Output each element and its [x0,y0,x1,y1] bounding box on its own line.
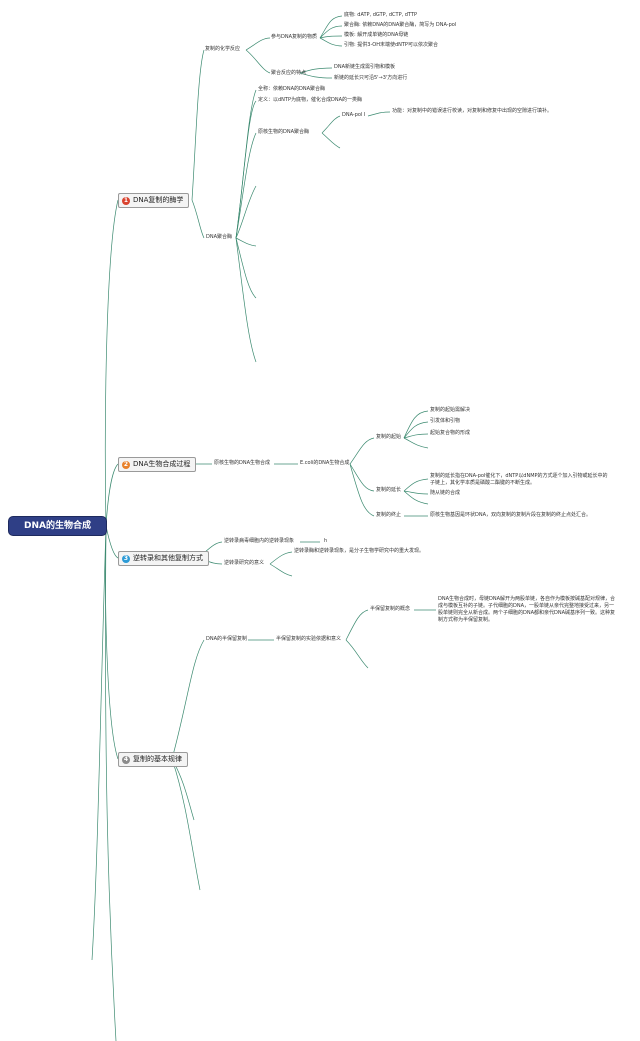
node-initiation-2[interactable]: 引发体和引物 [430,418,461,424]
node-concept[interactable]: 半保留复制的概念 [370,606,411,612]
node-features[interactable]: 聚合反应的特点 [271,70,307,76]
node-elongation-1[interactable]: 复制的延长指在DNA-pol催化下，dNTP以dNMP的方式逐个加入引物或延长中… [430,473,608,486]
node-concept-text[interactable]: DNA生物合成时，母链DNA解开为两股单链，各自作为模板按碱基配对规律，合成与模… [438,596,616,623]
node-retrovirus-child[interactable]: h [324,538,328,544]
node-dna-polymerase[interactable]: DNA聚合酶 [206,234,233,240]
node-prokaryotic-polymerase[interactable]: 原核生物的DNA聚合酶 [258,129,310,135]
node-substrate[interactable]: 底物: dATP, dGTP, dCTP, dTTP [344,12,417,18]
link-root-tail2 [91,525,107,961]
branch-label: 复制的基本规律 [133,755,182,763]
link-b1-chem [191,49,205,201]
root-node[interactable]: DNA的生物合成 [9,517,106,535]
node-initiation-1[interactable]: 复制的起始需解决 [430,407,471,413]
node-fullname[interactable]: 全称：依赖DNA的DNA聚合酶 [258,86,326,92]
node-primer[interactable]: 引物: 提供3-OH末端使dNTP可以依次聚合 [344,42,438,48]
branch-reverse-transcription[interactable]: 3 逆转录和其他复制方式 [118,551,209,566]
link-root-b2 [105,463,119,527]
node-dna-pol-1[interactable]: DNA-pol I [342,112,366,118]
branch-label: 逆转录和其他复制方式 [133,554,203,562]
node-experimental-basis[interactable]: 半保留复制的实验依据和意义 [276,636,342,642]
link-root-b3 [105,525,119,559]
node-initiation-3[interactable]: 起始复合物的形成 [430,430,471,436]
node-termination[interactable]: 复制的终止 [376,512,402,518]
link-chem-part [245,37,271,51]
node-definition[interactable]: 定义：以dNTP为底物，催化合成DNA的一类酶 [258,97,362,103]
branch-dna-replication-enzymology[interactable]: 1 DNA复制的酶学 [118,193,190,208]
node-ecoli-synthesis[interactable]: E.coli的DNA生物合成 [300,460,350,466]
link-chem-feat [245,49,271,74]
node-rt-significance[interactable]: 逆转录研究的意义 [224,560,265,566]
link-root-b4 [105,525,119,760]
branch-label: DNA生物合成过程 [133,460,191,468]
node-feature-1[interactable]: DNA新链生成需引物和模板 [334,64,396,70]
badge-1: 1 [122,196,130,205]
node-participants[interactable]: 参与DNA复制的物质 [271,34,318,40]
badge-3: 3 [122,554,130,563]
badge-4: 4 [122,755,130,764]
node-template[interactable]: 模板: 解开成单链的DNA母链 [344,32,409,38]
node-initiation[interactable]: 复制的起始 [376,434,402,440]
branch-label: DNA复制的酶学 [133,196,184,204]
node-polymerase[interactable]: 聚合酶: 依赖DNA的DNA聚合酶，简写为 DNA-pol [344,22,457,28]
branch-dna-synthesis-process[interactable]: 2 DNA生物合成过程 [118,457,197,472]
badge-2: 2 [122,460,130,469]
node-feature-2[interactable]: 新链的延长只可沿5'→3'方向进行 [334,75,408,81]
node-elongation-2[interactable]: 随从链的合成 [430,490,461,496]
link-root-tail1 [105,525,117,1041]
node-chemical-reaction[interactable]: 复制的化学反应 [205,46,241,52]
node-prokaryotic-synthesis[interactable]: 原核生物的DNA生物合成 [214,460,271,466]
node-termination-1[interactable]: 原核生物基因是环状DNA，双向复制的复制片段在复制的终止点处汇合。 [430,512,592,518]
link-b1-enzyme [191,199,205,239]
node-pol1-function[interactable]: 功能：对复制中的错误进行校读，对复制和修复中出现的空隙进行填补。 [392,108,553,114]
node-retrovirus[interactable]: 逆转录病毒细胞内的逆转录现象 [224,538,295,544]
node-rt-significance-text[interactable]: 逆转录酶和逆转录现象，是分子生物学研究中的重大发现。 [294,548,425,554]
link-root-b1 [104,199,119,527]
node-semi-conservative[interactable]: DNA的半保留复制 [206,636,248,642]
node-elongation[interactable]: 复制的延长 [376,487,402,493]
branch-replication-rules[interactable]: 4 复制的基本规律 [118,752,188,767]
